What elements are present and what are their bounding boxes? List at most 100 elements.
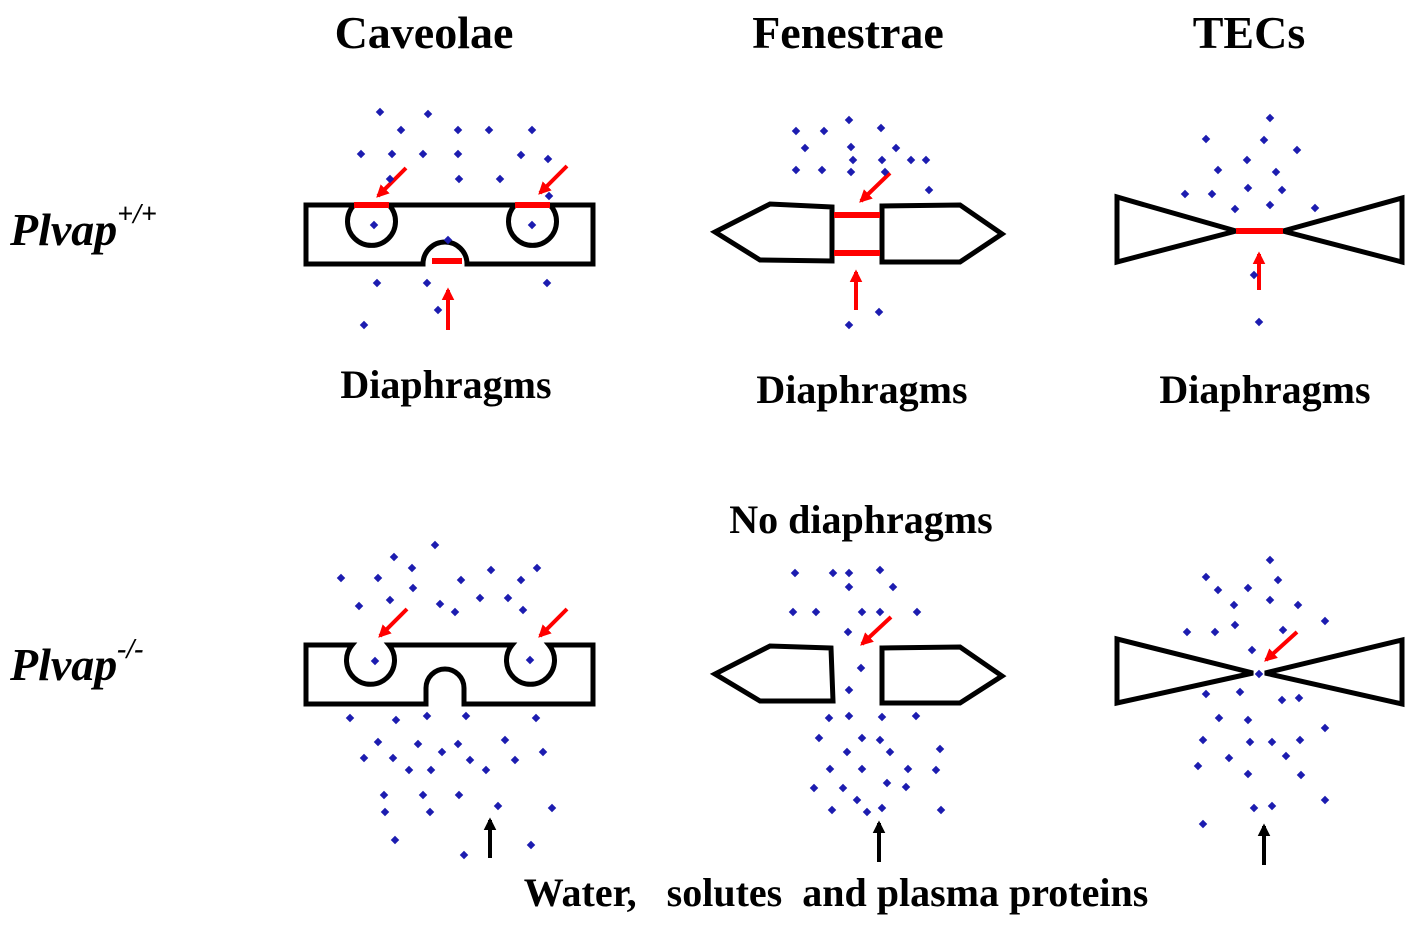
particle-dot [1271,167,1281,177]
particle-dot [404,765,414,775]
particle-dot [912,607,922,617]
particle-dot [454,174,464,184]
row-label-wildtype-superscript: +/+ [117,199,157,230]
particle-dot [1292,145,1302,155]
particle-dot [857,764,867,774]
particle-dot [408,583,418,593]
particle-dot [510,755,520,765]
caveolae-knockout-shape [303,642,596,707]
particle-dot [1254,317,1264,327]
particle-dot [336,573,346,583]
particle-dot [475,593,485,603]
particle-dot [1295,735,1305,745]
particle-dot [1201,572,1211,582]
particle-dot [435,599,445,609]
particle-dot [375,107,385,117]
particle-dot [425,807,435,817]
particle-dot [844,568,854,578]
particle-dot [1243,583,1253,593]
particle-dot [877,803,887,813]
particle-dot [532,563,542,573]
particle-dot [811,607,821,617]
particle-dot [1182,627,1192,637]
particle-dot [1265,555,1275,565]
particle-dot [542,278,552,288]
particle-dot [877,155,887,165]
particle-dot [1213,165,1223,175]
caption-water-solutes-plasma-proteins: Water, solutes and plasma proteins [524,870,1149,915]
particle-dot [903,764,913,774]
particle-dot [1294,693,1304,703]
particle-dot [486,565,496,575]
particle-dot [465,755,475,765]
particle-dot [825,764,835,774]
particle-dot [906,155,916,165]
particle-dot [526,840,536,850]
particle-dot [1265,200,1275,210]
particle-dot [862,807,872,817]
red-arrow-fenestrae-knockout [860,615,893,646]
particle-dot [454,790,464,800]
column-title-caveolae: Caveolae [335,7,514,58]
particle-dot [1224,753,1234,763]
particle-dot [888,582,898,592]
particle-dot [817,165,827,175]
particle-dot [1198,735,1208,745]
particle-dot [453,125,463,135]
particle-dot [844,685,854,695]
red-arrow-caveolae-right [538,164,569,195]
particle-dot [372,278,382,288]
particle-dot [389,552,399,562]
particle-dot [391,715,401,725]
particle-dot [1254,669,1264,679]
particle-dot [503,593,513,603]
label-no-diaphragms: No diaphragms [729,497,992,542]
red-arrow-caveolae-left-knockout [378,607,409,638]
row-label-knockout-superscript: -/- [117,634,143,665]
particle-dot [359,753,369,763]
particle-dot [387,149,397,159]
particle-dot [1249,803,1259,813]
particle-dot [373,737,383,747]
particle-dot [1180,189,1190,199]
particle-dot [484,125,494,135]
label-diaphragms-tecs: Diaphragms [1159,367,1370,412]
particle-dot [844,320,854,330]
particle-dot [875,607,885,617]
particle-dot [418,790,428,800]
particle-dot [875,735,885,745]
particle-dot [1267,737,1277,747]
particle-dot [1273,575,1283,585]
particle-dot [461,711,471,721]
particle-dot [525,655,535,665]
particle-dot [1243,769,1253,779]
particle-dot [828,568,838,578]
particle-dot [1277,695,1287,705]
particle-dot [800,143,810,153]
particle-dot [1242,155,1252,165]
particle-dot [493,801,503,811]
particle-dot [544,191,554,201]
particle-dot [396,125,406,135]
particle-dot [936,805,946,815]
particle-dot [380,807,390,817]
particle-dot [437,747,447,757]
particle-dot [876,123,886,133]
particle-dot [852,795,862,805]
particle-dot [931,765,941,775]
particle-dot [1265,595,1275,605]
particle-dot [791,165,801,175]
caveolae-wildtype-shape [303,202,596,267]
particle-dot [430,540,440,550]
particle-dot [842,747,852,757]
particle-dot [456,575,466,585]
particle-dot [422,711,432,721]
particle-dot [911,711,921,721]
particle-dot [453,739,463,749]
particle-dot [882,778,892,788]
particle-dot [1243,183,1253,193]
particle-dot [843,627,853,637]
particle-dot [856,663,866,673]
particle-dot [1198,819,1208,829]
